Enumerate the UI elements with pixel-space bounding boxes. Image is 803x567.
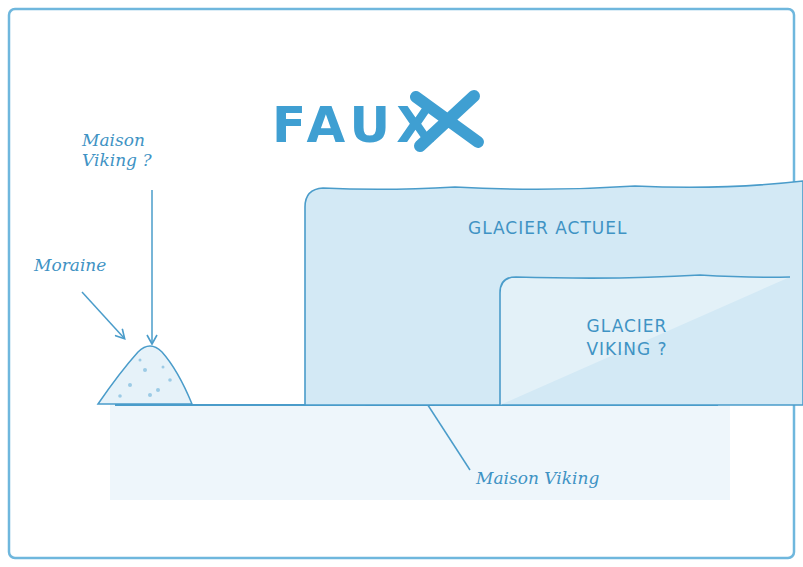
callout-label: Maison Viking: [476, 468, 676, 488]
leader-line: [82, 292, 124, 338]
callout-label: Moraine: [34, 255, 144, 275]
moraine-pile: [98, 346, 192, 404]
moraine-stones: [118, 359, 172, 398]
shape-path: [500, 275, 790, 405]
glacier-shape: GLACIER ACTUEL GLACIER VIKING ?: [305, 185, 803, 405]
shape-path: [305, 181, 803, 405]
leader-line: [151, 190, 153, 343]
node-text: GLACIER ACTUEL: [468, 217, 768, 240]
diagram-title: FAUX: [272, 100, 441, 150]
ground-shading: [110, 405, 730, 500]
leader-line: [422, 396, 470, 470]
glacier-shape: GLACIER VIKING ?: [500, 275, 790, 405]
node-text: GLACIER VIKING ?: [562, 315, 692, 361]
callout-label: Maison Viking ?: [82, 130, 202, 171]
